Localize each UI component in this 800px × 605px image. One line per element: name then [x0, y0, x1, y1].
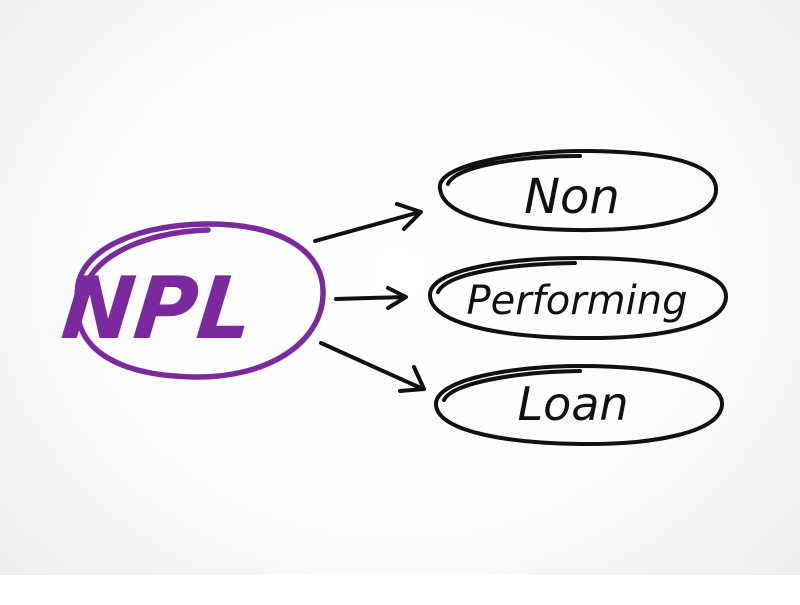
- arrow-to-performing: [334, 286, 408, 310]
- center-node: NPL: [57, 221, 326, 380]
- item-label-1: Non: [524, 169, 620, 225]
- footer-strip: [0, 575, 800, 605]
- arrow-to-loan: [319, 341, 426, 393]
- item-node-2: Performing: [427, 255, 729, 341]
- item-ellipse-3: [434, 363, 725, 447]
- item-label-2: Performing: [467, 278, 688, 324]
- item-ellipse-2: [427, 255, 729, 341]
- item-label-3: Loan: [517, 377, 628, 431]
- item-node-1: Non: [437, 148, 719, 233]
- center-label: NPL: [57, 259, 257, 359]
- item-ellipse-1: [437, 148, 719, 233]
- arrow-to-non: [313, 202, 423, 243]
- center-ellipse: [74, 221, 326, 380]
- item-node-3: Loan: [434, 363, 725, 447]
